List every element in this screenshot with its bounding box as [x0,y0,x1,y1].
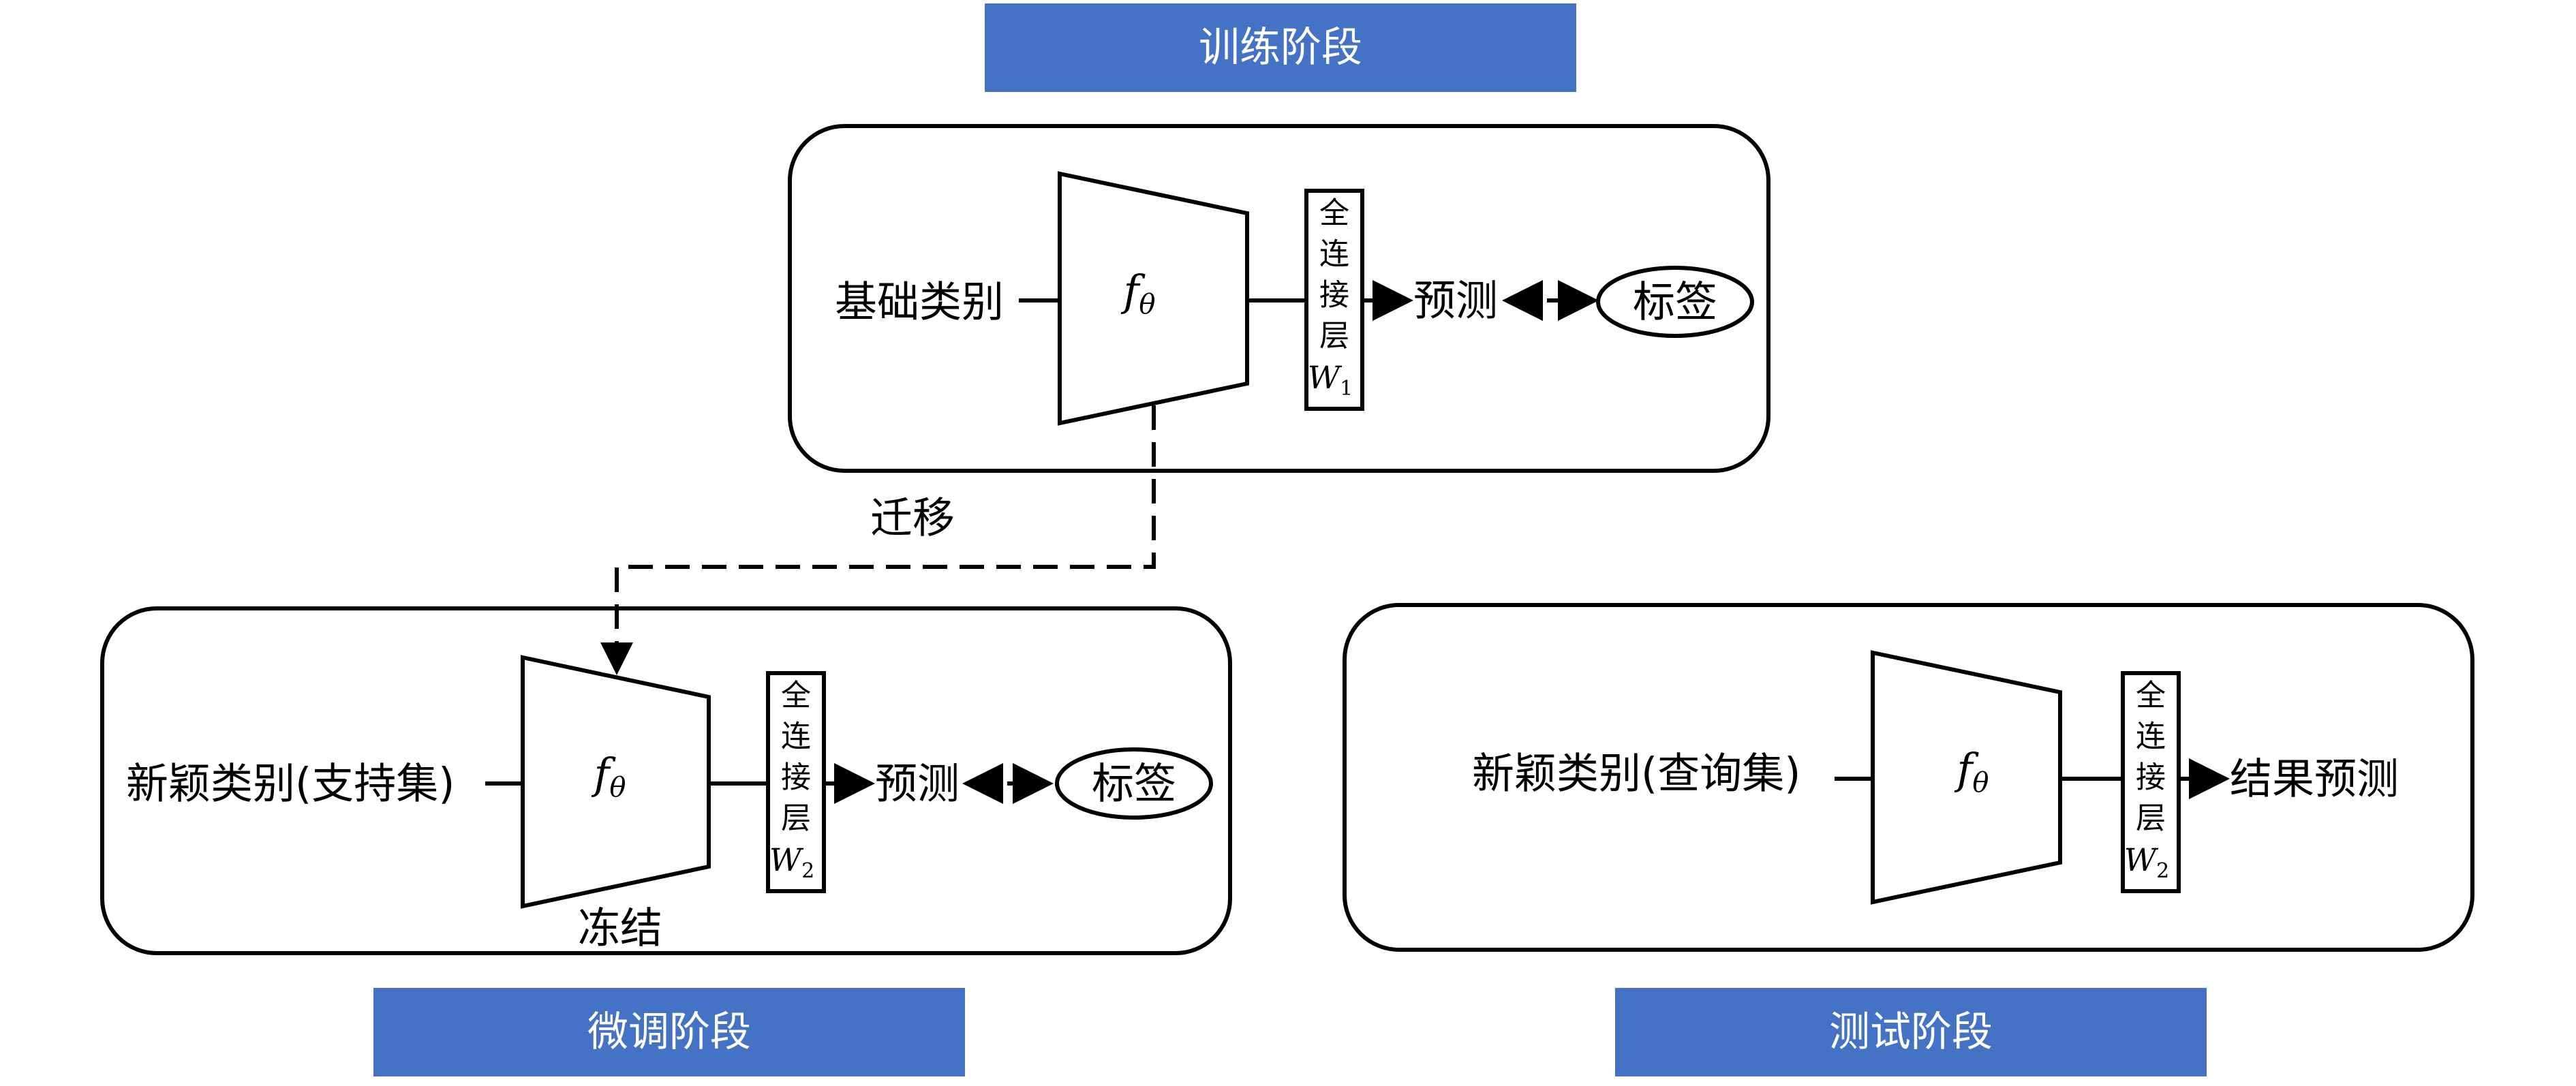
banner-finetune-box [373,988,965,1076]
finetune-stage: 新颖类别(支持集) fθ 冻结 全 连 接 层 W2 预测 标签 [100,606,1232,955]
test-fc-weight-w: W [2124,841,2159,878]
test-input-label: 新颖类别(查询集) [1472,749,1800,798]
test-stage-frame [1343,603,2474,952]
train-stage: 基础类别 fθ 全 连 接 层 W1 预测 标签 [788,124,1770,473]
banner-test-box [1615,988,2207,1076]
finetune-label-text: 标签 [1092,759,1176,809]
finetune-input-label: 新颖类别(支持集) [126,759,455,809]
banner-train-text: 训练阶段 [1199,24,1362,72]
test-fc-char-3: 接 [2136,760,2166,795]
train-label-text: 标签 [1633,277,1717,327]
train-fc-char-2: 连 [1319,237,1349,272]
finetune-encoder-label: fθ [591,749,626,803]
finetune-fc-char-3: 接 [781,760,811,795]
test-fc-char-4: 层 [2136,801,2166,836]
train-encoder-trapezoid [1058,171,1249,426]
train-fc-weight: W1 [1308,359,1353,401]
finetune-fc-weight-sub: 2 [801,859,814,883]
test-fc-weight: W2 [2124,841,2169,883]
train-stage-frame [788,124,1770,473]
banner-finetune-text: 微调阶段 [587,1008,751,1056]
finetune-fc-char-2: 连 [781,719,811,754]
finetune-encoder-theta: θ [609,772,626,803]
banner-test: 测试阶段 [1615,988,2207,1076]
train-encoder-label: fθ [1120,266,1155,320]
train-predict-label: 预测 [1413,276,1498,326]
finetune-encoder-trapezoid [521,655,711,909]
banner-finetune: 微调阶段 [373,988,965,1076]
transfer-label: 迁移 [870,493,955,543]
banner-train: 训练阶段 [985,3,1576,92]
train-fc-char-4: 层 [1319,319,1349,354]
test-fc-weight-sub: 2 [2156,859,2169,883]
test-fc-char-1: 全 [2136,679,2166,713]
finetune-frozen-label: 冻结 [578,903,662,953]
test-fc-layer [2121,671,2181,893]
finetune-fc-char-4: 层 [781,801,811,836]
test-encoder-label: fθ [1954,744,1989,798]
finetune-fc-char-1: 全 [781,679,811,713]
banner-train-box [985,3,1576,92]
train-fc-char-1: 全 [1319,196,1349,231]
banner-test-text: 测试阶段 [1829,1008,1993,1056]
test-encoder-theta: θ [1972,767,1989,798]
finetune-stage-frame [100,606,1232,955]
finetune-label-ellipse [1055,747,1213,820]
train-fc-weight-w: W [1308,359,1343,396]
test-fc-char-2: 连 [2136,719,2166,754]
finetune-fc-weight: W2 [769,841,814,883]
test-encoder-trapezoid [1871,650,2062,905]
train-fc-weight-sub: 1 [1340,377,1353,401]
finetune-fc-weight-w: W [769,841,804,878]
transfer-connector: 迁移 [600,405,1156,675]
transfer-dashed-path [600,405,1156,675]
train-encoder-theta: θ [1139,289,1155,320]
test-result-label: 结果预测 [2230,754,2399,804]
train-label-ellipse [1596,266,1754,338]
train-input-label: 基础类别 [835,277,1004,327]
test-stage: 新颖类别(查询集) fθ 全 连 接 层 W2 结果预测 [1343,603,2474,952]
finetune-predict-label: 预测 [875,759,960,809]
train-fc-char-3: 接 [1319,278,1349,313]
